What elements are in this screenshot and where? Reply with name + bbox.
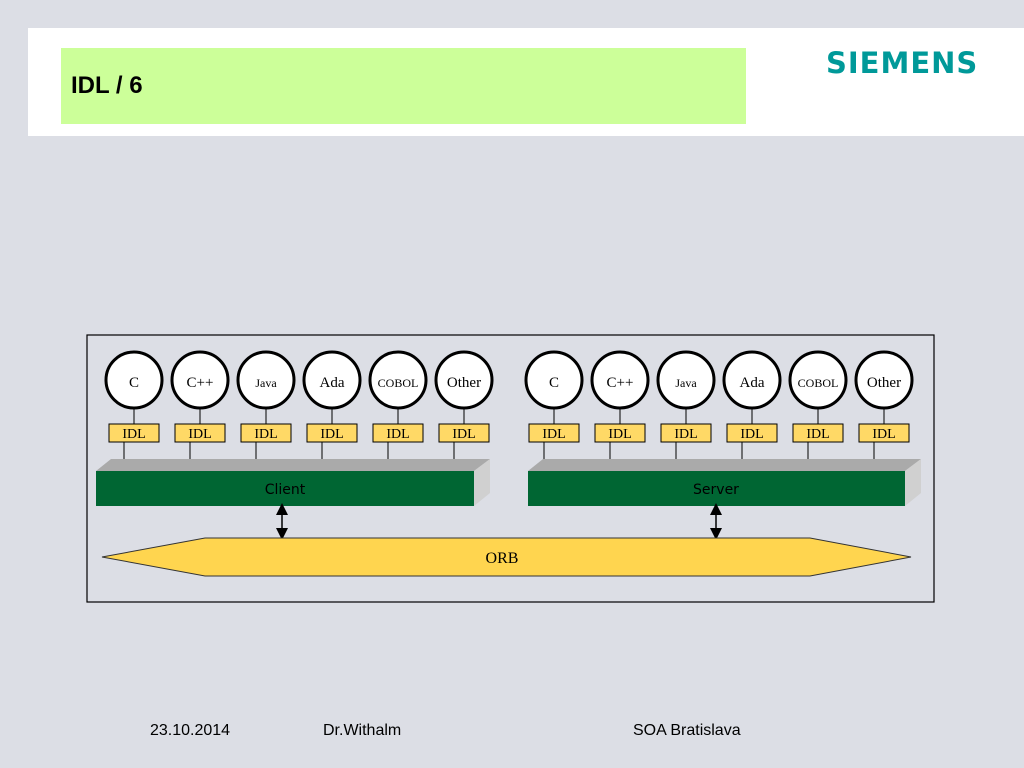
- server-idl-box: [660, 423, 712, 443]
- server-idl-label: IDL: [674, 427, 697, 442]
- title-box: IDL / 6: [61, 48, 746, 124]
- client-idl-label: IDL: [188, 427, 211, 442]
- client-bar-side: [474, 459, 490, 506]
- footer-date: 23.10.2014: [150, 722, 231, 739]
- server-bar: [528, 471, 905, 506]
- client-idl-box: [240, 423, 292, 443]
- footer-event: SOA Bratislava: [633, 722, 741, 739]
- client-lang-label: C: [129, 375, 139, 391]
- server-bar-top: [528, 459, 921, 471]
- client-lang-label: Ada: [320, 375, 345, 391]
- client-idl-box: [174, 423, 226, 443]
- server-lang-label: Java: [675, 376, 697, 390]
- orb-label: ORB: [486, 550, 519, 567]
- server-lang-label: C: [549, 375, 559, 391]
- client-idl-label: IDL: [320, 427, 343, 442]
- server-idl-label: IDL: [740, 427, 763, 442]
- client-idl-label: IDL: [452, 427, 475, 442]
- client-idl-box: [372, 423, 424, 443]
- client-idl-box: [108, 423, 160, 443]
- server-idl-label: IDL: [608, 427, 631, 442]
- server-lang-label: C++: [607, 375, 634, 391]
- server-label: Server: [693, 482, 739, 498]
- diagram-frame: [86, 334, 935, 603]
- server-lang-label: Other: [867, 375, 901, 391]
- client-idl-box: [438, 423, 490, 443]
- server-bar-side: [905, 459, 921, 506]
- client-lang-label: Java: [255, 376, 277, 390]
- server-idl-label: IDL: [872, 427, 895, 442]
- client-bar: [96, 471, 474, 506]
- client-idl-box: [306, 423, 358, 443]
- server-lang-label: Ada: [740, 375, 765, 391]
- client-lang-label: Other: [447, 375, 481, 391]
- client-idl-label: IDL: [122, 427, 145, 442]
- server-idl-box: [726, 423, 778, 443]
- server-idl-box: [594, 423, 646, 443]
- server-idl-label: IDL: [542, 427, 565, 442]
- client-label: Client: [265, 482, 306, 498]
- client-bar-top: [96, 459, 490, 471]
- server-lang-label: COBOL: [798, 376, 839, 390]
- client-lang-label: COBOL: [378, 376, 419, 390]
- server-idl-box: [528, 423, 580, 443]
- server-idl-box: [792, 423, 844, 443]
- server-idl-box: [858, 423, 910, 443]
- client-idl-label: IDL: [254, 427, 277, 442]
- server-idl-label: IDL: [806, 427, 829, 442]
- page-title: IDL / 6: [71, 72, 143, 99]
- orb-shape: [101, 537, 912, 577]
- footer-author: Dr.Withalm: [323, 722, 402, 739]
- client-idl-label: IDL: [386, 427, 409, 442]
- client-lang-label: C++: [187, 375, 214, 391]
- siemens-logo: SIEMENS: [826, 46, 979, 80]
